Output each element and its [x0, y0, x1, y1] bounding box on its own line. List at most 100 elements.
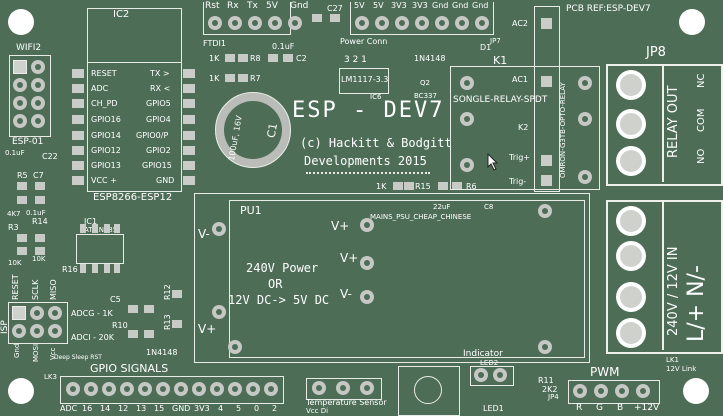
power-pin-4: 3V3 — [412, 1, 428, 10]
c2-value: 0.1uF — [272, 42, 295, 51]
ic2-inner — [87, 62, 182, 192]
isp-pin-sclk: SCLK — [31, 279, 40, 300]
relay-out-label: RELAY OUT — [666, 85, 681, 158]
ic2-pin-l0: RESET — [91, 69, 117, 78]
psu-text-3: 12V DC-> 5V DC — [228, 293, 330, 307]
ftdi-pin-gnd: Gnd — [290, 1, 309, 11]
gpio-pin-4: 13 — [136, 404, 147, 413]
pwm-pin-12v: +12V — [634, 403, 660, 413]
power-conn-header — [350, 2, 494, 35]
c8-label: C8 — [484, 203, 494, 211]
relay-outline — [450, 66, 600, 190]
isp-pin-miso: MISO — [49, 279, 58, 300]
ic1-outline — [76, 234, 124, 264]
q2-label: Q2 — [420, 79, 430, 87]
pwm-pin-b: B — [617, 403, 624, 413]
led2-header — [470, 366, 514, 386]
isp-header — [8, 302, 68, 344]
temp-sensor-label: Temperature Sensor — [306, 398, 387, 407]
deep-sleep-label: Deep Sleep RST — [54, 354, 102, 361]
gpio-header — [60, 376, 284, 404]
r14-value: 10K — [32, 255, 46, 263]
lk1-text: 12V Link — [666, 365, 697, 373]
c27-label: C27 — [327, 4, 343, 13]
c8-value: 22uF — [433, 203, 451, 211]
ac1-label: AC1 — [512, 75, 529, 84]
pwm-pin-g: G — [596, 403, 603, 413]
r7-value: 1K — [209, 74, 220, 83]
pcb-ref-label: PCB REF:ESP-DEV7 — [566, 4, 651, 14]
d1-part: 1N4148 — [414, 54, 446, 63]
indicator-label: Indicator — [463, 349, 503, 359]
mounting-hole-tl — [8, 9, 34, 35]
jp7-label: JP7 — [490, 37, 501, 45]
gpio-pin-3: 12 — [118, 404, 129, 413]
ic2-pin-l4: GPIO14 — [91, 131, 121, 140]
gpio-pin-5: 15 — [154, 404, 165, 413]
ic2-pin-r4: GPIO0/P — [136, 131, 169, 140]
ic2-pin-l7: VCC + — [91, 176, 117, 185]
gpio-pin-7: 3V3 — [194, 404, 210, 413]
jp8-no: NO — [696, 148, 707, 164]
c5-label: C5 — [110, 295, 121, 304]
adcg-label: ADCG - 1K — [71, 309, 113, 318]
ic2-pin-r7: GND — [156, 176, 175, 185]
ic2-pin-r6: GPIO15 — [142, 161, 172, 170]
title-dots — [306, 172, 430, 177]
ic6-pins: 3 2 1 — [344, 55, 367, 65]
ic2-pin-r0: TX > — [150, 69, 170, 78]
r6-label: R6 — [466, 182, 477, 191]
isp-bottom-mosi: MOSI — [32, 343, 40, 362]
copyright-line1: (c) Hackitt & Bodgitt — [300, 136, 452, 150]
r12-label: R12 — [163, 284, 172, 300]
gpio-pin-11: 2 — [272, 404, 278, 413]
relay-part: SONGLE-RELAY-SPDT — [453, 95, 548, 105]
k1-label: K1 — [493, 54, 508, 67]
r16-label: R16 — [62, 265, 78, 274]
ac2-label: AC2 — [512, 19, 529, 28]
psu-inner — [229, 200, 585, 358]
ic1-label: IC1 — [84, 217, 98, 226]
mains-ln-label: L/+ N/- — [684, 265, 709, 342]
psu-outline — [194, 193, 590, 363]
d1-label: D1 — [480, 43, 492, 52]
c7-label: C7 — [33, 171, 44, 180]
gpio-pin-10: 0 — [254, 404, 260, 413]
cap-left-1: 0.1uF — [5, 149, 25, 157]
d-part: 1N4148 — [146, 348, 178, 357]
gpio-pin-0: ADC — [60, 404, 78, 413]
jp8-terminal — [606, 64, 723, 186]
gpio-pin-1: 16 — [82, 404, 93, 413]
psu-vminus-left: V- — [198, 227, 210, 241]
jp8-nc: NC — [696, 73, 707, 88]
isp-label: ISP — [0, 320, 10, 334]
adci-label: ADCI - 20K — [71, 333, 114, 342]
ic6-label: IC6 — [370, 93, 382, 101]
ftdi-label: FTDI1 — [203, 39, 226, 48]
ftdi-pin-rst: Rst — [205, 1, 220, 11]
ic6-outline — [339, 68, 389, 94]
ic2-pin-l6: GPIO13 — [91, 161, 121, 170]
ic2-pin-r2: GPIO5 — [146, 99, 171, 108]
ic2-module-label: ESP8266-ESP12 — [93, 192, 173, 203]
r3-label: R3 — [8, 223, 19, 232]
pwm-pin-r: R — [576, 403, 583, 413]
r15-value: 1K — [376, 182, 387, 191]
power-pin-1: 5V — [354, 1, 365, 10]
r14-label: R14 — [32, 217, 48, 226]
ic1-part: ATTINY85 — [84, 226, 118, 234]
gpio-pin-8: 4 — [218, 404, 224, 413]
psu-vplus-1: V+ — [331, 219, 350, 233]
temp-sensor-pins: Vcc Di — [306, 407, 329, 415]
psu-text-2: OR — [268, 277, 283, 291]
psu-part: MAINS_PSU_CHEAP_CHINESE — [370, 213, 472, 221]
led2-label: LED2 — [480, 359, 499, 367]
wifi2-header — [9, 55, 51, 137]
mains-in-label: 240V / 12V IN — [666, 246, 681, 336]
jp4-label: JP4 — [548, 393, 559, 401]
trig-plus-label: Trig+ — [509, 153, 531, 162]
q2-part: BC337 — [414, 92, 437, 100]
isp-pin-reset: RESET — [11, 274, 20, 300]
r10-label: R10 — [112, 321, 128, 330]
